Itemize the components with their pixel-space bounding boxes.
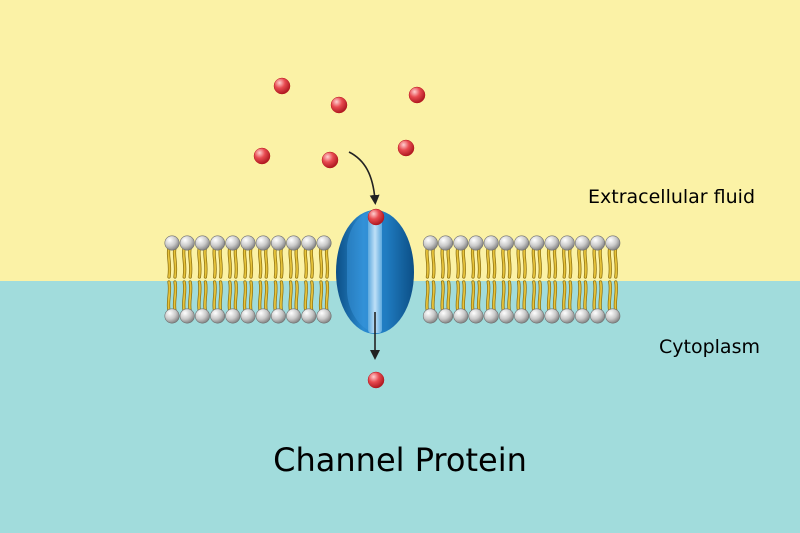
phospholipid <box>590 235 606 324</box>
phospholipid-head <box>286 235 302 251</box>
phospholipid-head <box>483 235 499 251</box>
phospholipid-head <box>179 235 195 251</box>
phospholipid-head <box>301 235 317 251</box>
phospholipid-head <box>468 235 484 251</box>
cytoplasm-region <box>0 281 800 533</box>
phospholipid <box>255 235 271 324</box>
phospholipid-head <box>590 308 606 324</box>
diagram-title-text: Channel Protein <box>273 441 527 479</box>
phospholipid-head <box>559 308 575 324</box>
channel-protein-highlight <box>347 212 368 330</box>
phospholipid <box>240 235 256 324</box>
phospholipid <box>286 235 302 324</box>
phospholipid-head <box>210 308 226 324</box>
phospholipid-head <box>483 308 499 324</box>
phospholipid <box>514 235 530 324</box>
phospholipid <box>574 235 590 324</box>
phospholipid-bilayer <box>164 235 621 324</box>
phospholipid-head <box>225 308 241 324</box>
phospholipid-head <box>498 235 514 251</box>
phospholipid <box>164 235 180 324</box>
phospholipid-head <box>514 235 530 251</box>
phospholipid-head <box>544 235 560 251</box>
molecule-icon <box>321 151 339 169</box>
phospholipid-head <box>194 235 210 251</box>
phospholipid-head <box>301 308 317 324</box>
phospholipid <box>301 235 317 324</box>
phospholipid-head <box>590 235 606 251</box>
phospholipid <box>605 235 621 324</box>
phospholipid <box>422 235 438 324</box>
diagram-title: Channel Protein <box>0 441 800 479</box>
phospholipid-head <box>514 308 530 324</box>
phospholipid-head <box>453 308 469 324</box>
phospholipid-head <box>605 308 621 324</box>
molecule-icon <box>367 208 385 226</box>
phospholipid <box>438 235 454 324</box>
phospholipid <box>483 235 499 324</box>
phospholipid <box>498 235 514 324</box>
phospholipid <box>316 235 332 324</box>
molecule-icon <box>397 139 415 157</box>
phospholipid <box>468 235 484 324</box>
phospholipid-head <box>529 308 545 324</box>
phospholipid-head <box>194 308 210 324</box>
molecule-icon <box>253 147 271 165</box>
molecule-icon <box>408 86 426 104</box>
phospholipid-head <box>210 235 226 251</box>
phospholipid-head <box>316 235 332 251</box>
phospholipid-head <box>574 235 590 251</box>
phospholipid-head <box>164 308 180 324</box>
phospholipid-head <box>316 308 332 324</box>
molecule-icon <box>273 77 291 95</box>
molecule-icon <box>330 96 348 114</box>
phospholipid <box>453 235 469 324</box>
phospholipid-head <box>240 235 256 251</box>
phospholipid-head <box>255 308 271 324</box>
phospholipid-head <box>286 308 302 324</box>
phospholipid-head <box>559 235 575 251</box>
phospholipid-head <box>605 235 621 251</box>
phospholipid <box>179 235 195 324</box>
phospholipid-head <box>544 308 560 324</box>
phospholipid <box>194 235 210 324</box>
phospholipid-head <box>574 308 590 324</box>
phospholipid-head <box>179 308 195 324</box>
phospholipid-head <box>240 308 256 324</box>
phospholipid-head <box>422 308 438 324</box>
phospholipid-head <box>529 235 545 251</box>
phospholipid <box>529 235 545 324</box>
phospholipid-head <box>498 308 514 324</box>
phospholipid <box>544 235 560 324</box>
phospholipid-head <box>164 235 180 251</box>
phospholipid <box>210 235 226 324</box>
phospholipid-head <box>270 308 286 324</box>
phospholipid <box>559 235 575 324</box>
phospholipid-head <box>453 235 469 251</box>
phospholipid-head <box>255 235 271 251</box>
channel-protein-icon <box>336 210 414 334</box>
entry-arrow-icon <box>348 151 380 205</box>
phospholipid-head <box>438 308 454 324</box>
phospholipid-head <box>468 308 484 324</box>
molecule-icon <box>367 371 385 389</box>
phospholipid <box>270 235 286 324</box>
molecules <box>253 77 426 389</box>
phospholipid-head <box>270 235 286 251</box>
phospholipid-head <box>225 235 241 251</box>
phospholipid-head <box>422 235 438 251</box>
phospholipid-head <box>438 235 454 251</box>
channel-pore <box>368 211 382 333</box>
phospholipid <box>225 235 241 324</box>
extracellular-fluid-label: Extracellular fluid <box>588 186 756 208</box>
cytoplasm-label: Cytoplasm <box>659 336 760 358</box>
